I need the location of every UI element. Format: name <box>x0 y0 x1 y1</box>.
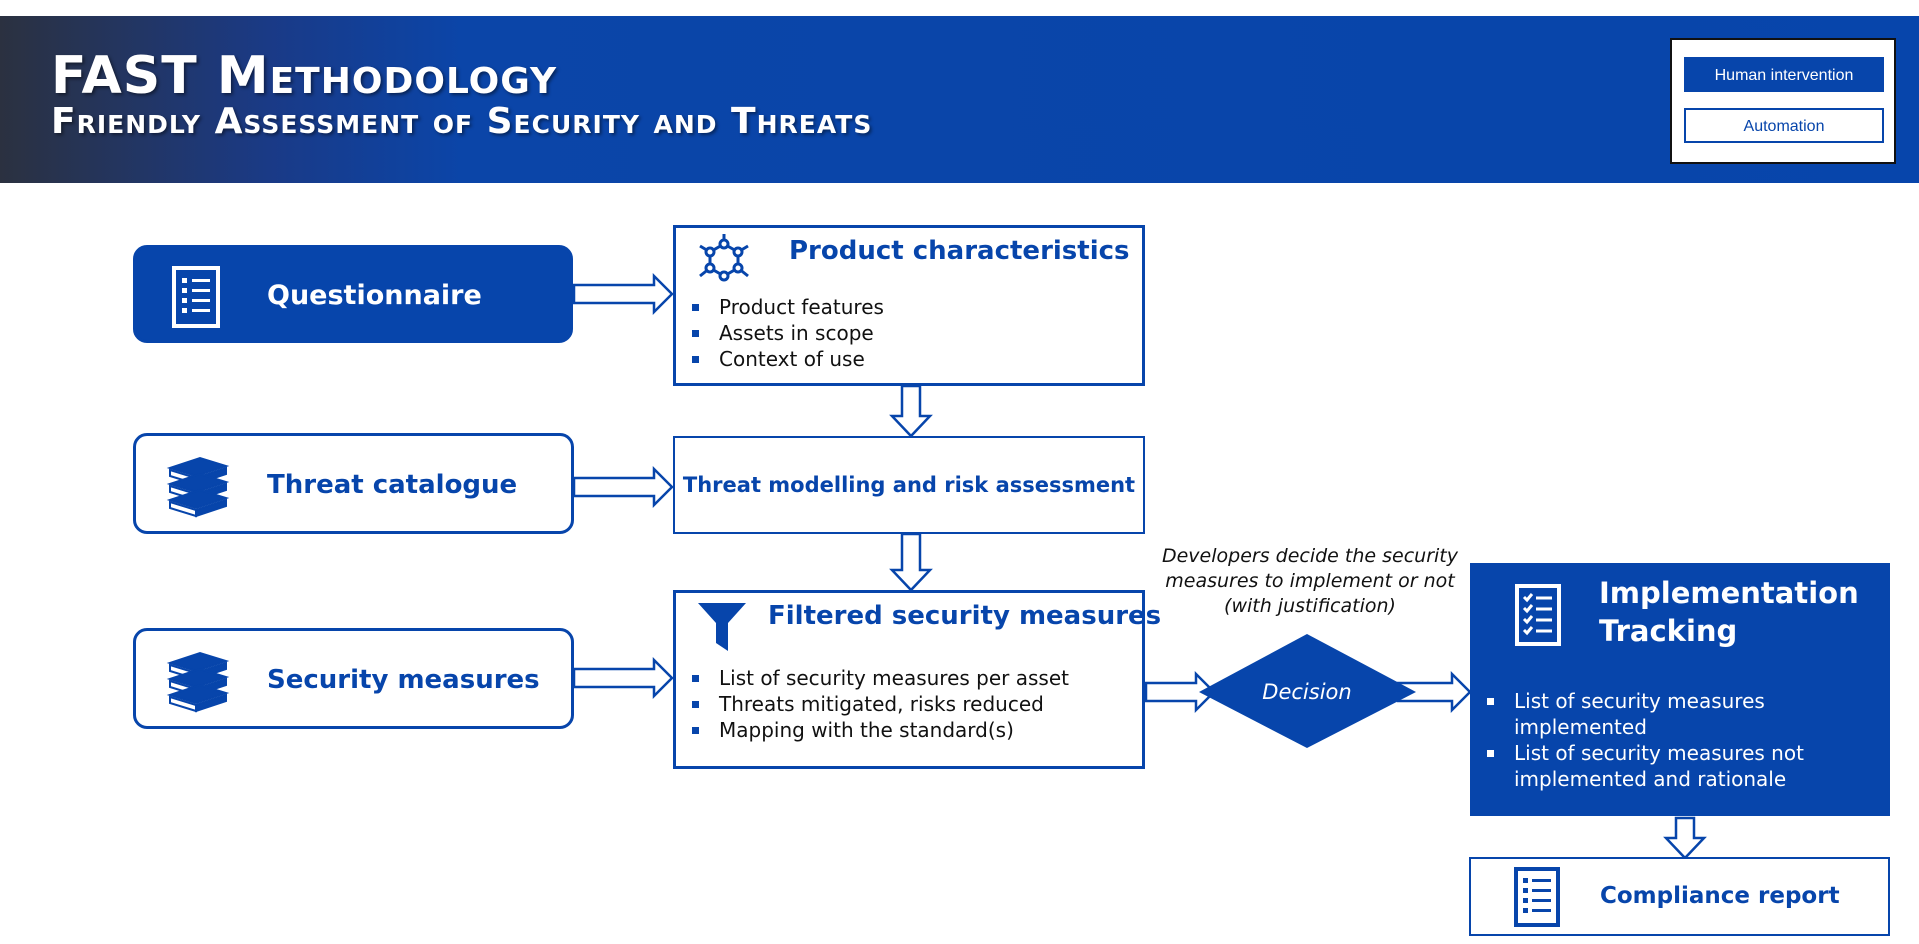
checklist-icon <box>1515 584 1561 646</box>
legend-human-intervention: Human intervention <box>1684 57 1884 92</box>
implementation-tracking-title: Implementation Tracking <box>1599 574 1859 650</box>
page-subtitle: Friendly Assessment of Security and Thre… <box>51 101 873 142</box>
list-item: Context of use <box>690 346 884 372</box>
document-icon <box>1514 867 1560 927</box>
arrow-product-to-modelling <box>889 384 933 438</box>
product-characteristics-list: Product features Assets in scope Context… <box>690 294 884 372</box>
filtered-security-measures-title: Filtered security measures <box>768 601 1162 631</box>
questionnaire-label: Questionnaire <box>267 280 482 311</box>
implementation-tracking-box: Implementation Tracking List of security… <box>1470 563 1890 816</box>
checklist-icon <box>172 266 220 328</box>
arrow-decision-to-tracking <box>1396 670 1472 714</box>
product-characteristics-box: Product characteristics Product features… <box>673 225 1145 386</box>
list-item: Assets in scope <box>690 320 884 346</box>
list-item: List of security measures per asset <box>690 665 1069 691</box>
books-icon <box>166 456 230 518</box>
compliance-report-box: Compliance report <box>1469 857 1890 936</box>
security-measures-box: Security measures <box>133 628 574 729</box>
security-measures-label: Security measures <box>267 665 540 695</box>
decision-label: Decision <box>1262 680 1351 704</box>
threat-catalogue-box: Threat catalogue <box>133 433 574 534</box>
list-item-line: List of security measures not <box>1514 741 1804 765</box>
decision-diamond <box>1199 634 1416 748</box>
arrow-tracking-to-compliance <box>1663 816 1707 860</box>
list-item-line: implemented and rationale <box>1514 767 1787 791</box>
arrow-threatcat-to-modelling <box>572 465 674 509</box>
list-item: List of security measures not implemente… <box>1485 740 1804 792</box>
filtered-security-measures-list: List of security measures per asset Thre… <box>690 665 1069 743</box>
decision-note-line: (with justification) <box>1224 595 1396 617</box>
implementation-tracking-list: List of security measures implemented Li… <box>1485 688 1804 792</box>
network-icon <box>699 234 749 282</box>
arrow-secmeasures-to-filtered <box>572 656 674 700</box>
header-banner <box>0 16 1919 183</box>
arrow-modelling-to-filtered <box>889 532 933 592</box>
questionnaire-box: Questionnaire <box>133 245 573 343</box>
compliance-report-title: Compliance report <box>1600 883 1840 909</box>
list-item-line: List of security measures <box>1514 689 1765 713</box>
legend-automation: Automation <box>1684 108 1884 143</box>
list-item: Mapping with the standard(s) <box>690 717 1069 743</box>
decision-note-line: measures to implement or not <box>1165 570 1455 592</box>
decision-note-line: Developers decide the security <box>1161 545 1458 567</box>
arrow-filtered-to-decision <box>1144 670 1216 714</box>
filtered-security-measures-box: Filtered security measures List of secur… <box>673 590 1161 769</box>
product-characteristics-title: Product characteristics <box>789 236 1130 266</box>
legend: Human intervention Automation <box>1670 38 1896 164</box>
filter-icon <box>698 603 746 651</box>
page-title: FAST Methodology <box>51 46 558 106</box>
arrow-questionnaire-to-product <box>572 272 674 316</box>
list-item: Threats mitigated, risks reduced <box>690 691 1069 717</box>
list-item-line: implemented <box>1514 715 1647 739</box>
list-item: Product features <box>690 294 884 320</box>
decision-note: Developers decide the security measures … <box>1160 544 1460 619</box>
implementation-tracking-title-line: Implementation <box>1599 576 1859 610</box>
implementation-tracking-title-line: Tracking <box>1599 614 1738 648</box>
threat-modelling-title: Threat modelling and risk assessment <box>682 473 1136 497</box>
threat-catalogue-label: Threat catalogue <box>267 470 518 500</box>
list-item: List of security measures implemented <box>1485 688 1804 740</box>
books-icon <box>166 651 230 713</box>
threat-modelling-box: Threat modelling and risk assessment <box>673 436 1145 534</box>
